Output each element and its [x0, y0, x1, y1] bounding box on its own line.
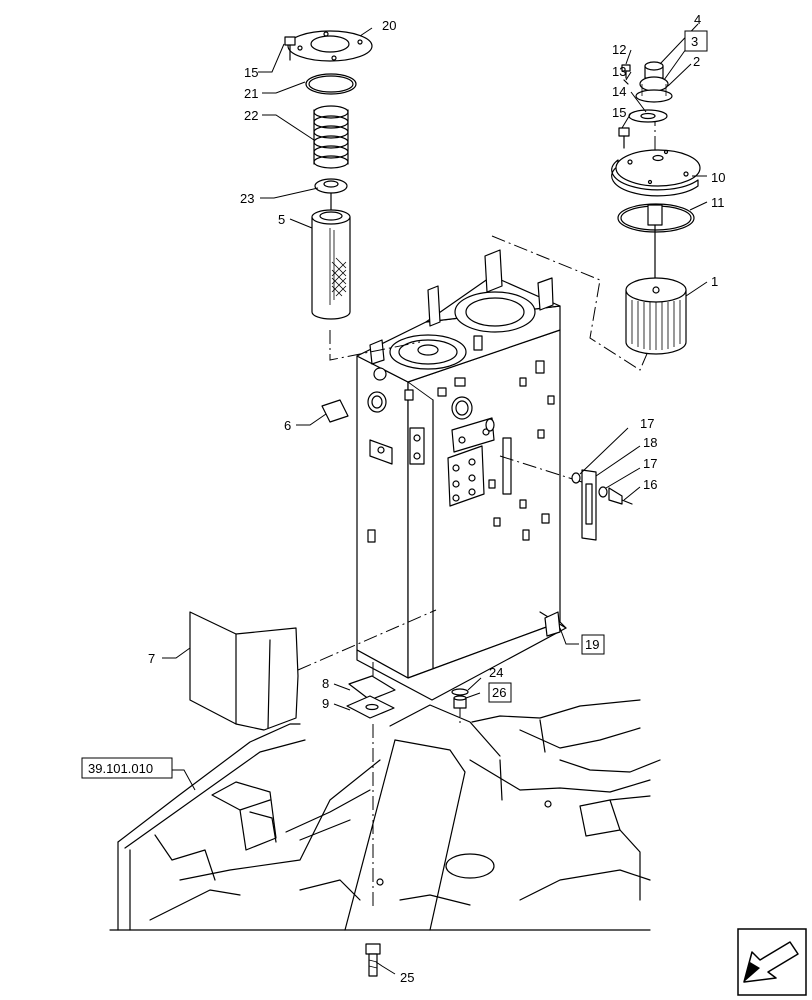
callout-20: 20	[382, 18, 396, 33]
callout-10: 10	[711, 170, 725, 185]
callout-9: 9	[322, 696, 329, 711]
callout-7: 7	[148, 651, 155, 666]
callout-11: 11	[711, 195, 725, 210]
callout-4: 4	[694, 12, 701, 27]
hydraulic-tank	[356, 249, 567, 701]
callout-8: 8	[322, 676, 329, 691]
callout-19-boxed: 19	[585, 637, 599, 652]
callout-2: 2	[693, 54, 700, 69]
callout-16: 16	[643, 477, 657, 492]
callout-24: 24	[489, 665, 503, 680]
callout-13: 13	[612, 64, 626, 79]
direction-arrow-icon	[737, 928, 807, 996]
boxed-callouts: 3 19 26 39.101.010	[81, 30, 708, 779]
callout-3-boxed: 3	[691, 34, 698, 49]
breather-assembly	[611, 61, 701, 355]
callout-12: 12	[612, 42, 626, 57]
callout-22: 22	[244, 108, 258, 123]
reference-39-101-010: 39.101.010	[88, 761, 153, 776]
callout-23: 23	[240, 191, 254, 206]
upperstructure-frame	[109, 699, 661, 931]
callout-15-right: 15	[612, 105, 626, 120]
callout-18: 18	[643, 435, 657, 450]
leader-lines	[162, 23, 708, 975]
callout-1: 1	[711, 274, 718, 289]
callout-6: 6	[284, 418, 291, 433]
callout-17-top: 17	[640, 416, 654, 431]
callout-21: 21	[244, 86, 258, 101]
callout-15-left: 15	[244, 65, 258, 80]
callout-25: 25	[400, 970, 414, 985]
bottom-parts	[189, 611, 469, 977]
callout-14: 14	[612, 84, 626, 99]
callout-labels: 15 20 21 22 23 5 6 7 8 9 24 25 12 13 14 …	[148, 12, 725, 985]
callout-26-boxed: 26	[492, 685, 506, 700]
callout-5: 5	[278, 212, 285, 227]
filter-cap-assembly	[284, 30, 373, 320]
level-gauge-parts	[321, 399, 633, 541]
callout-17-bottom: 17	[643, 456, 657, 471]
